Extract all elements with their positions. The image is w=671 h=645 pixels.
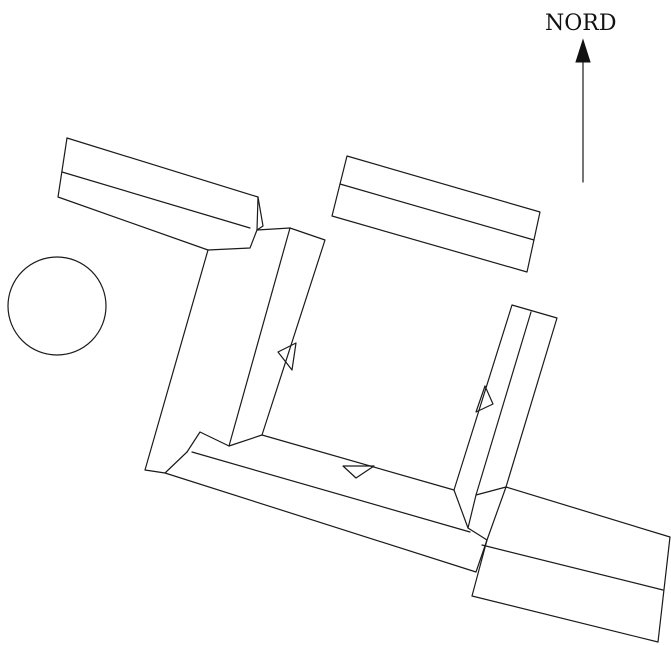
east-wing: [453, 304, 558, 496]
west-wing-divider: [228, 227, 291, 447]
north-label: NORD: [545, 11, 617, 36]
west-wing: [144, 227, 326, 474]
north-indicator: NORD: [545, 11, 617, 183]
south-range-divider: [191, 451, 471, 533]
west-wing-outer: [144, 249, 209, 474]
south-range: [164, 434, 507, 573]
south-range-outer: [164, 451, 488, 573]
west-wing-buttress: [277, 342, 297, 371]
south-range-corner: [467, 486, 507, 529]
north-arrow-head: [575, 38, 591, 63]
southeast-block: [471, 486, 671, 643]
north-block-divider: [339, 183, 535, 241]
west-wing-inner: [186, 227, 326, 453]
east-wing-buttress: [475, 385, 494, 413]
southeast-block-outline: [471, 486, 671, 643]
south-range-inner: [261, 434, 455, 491]
northwest-wing-outline: [66, 137, 259, 251]
northwest-wing-outline-lower: [57, 137, 209, 251]
north-block-outline: [331, 155, 541, 273]
northwest-wing-notch: [256, 196, 264, 231]
east-wing-outline: [453, 304, 558, 491]
east-wing-divider: [475, 311, 532, 496]
south-range-buttress: [342, 465, 375, 479]
north-block: [331, 155, 541, 273]
northwest-wing: [57, 137, 264, 251]
southeast-block-divider: [481, 544, 664, 591]
northwest-wing-divider: [61, 171, 251, 229]
circular-structure: [7, 256, 107, 356]
